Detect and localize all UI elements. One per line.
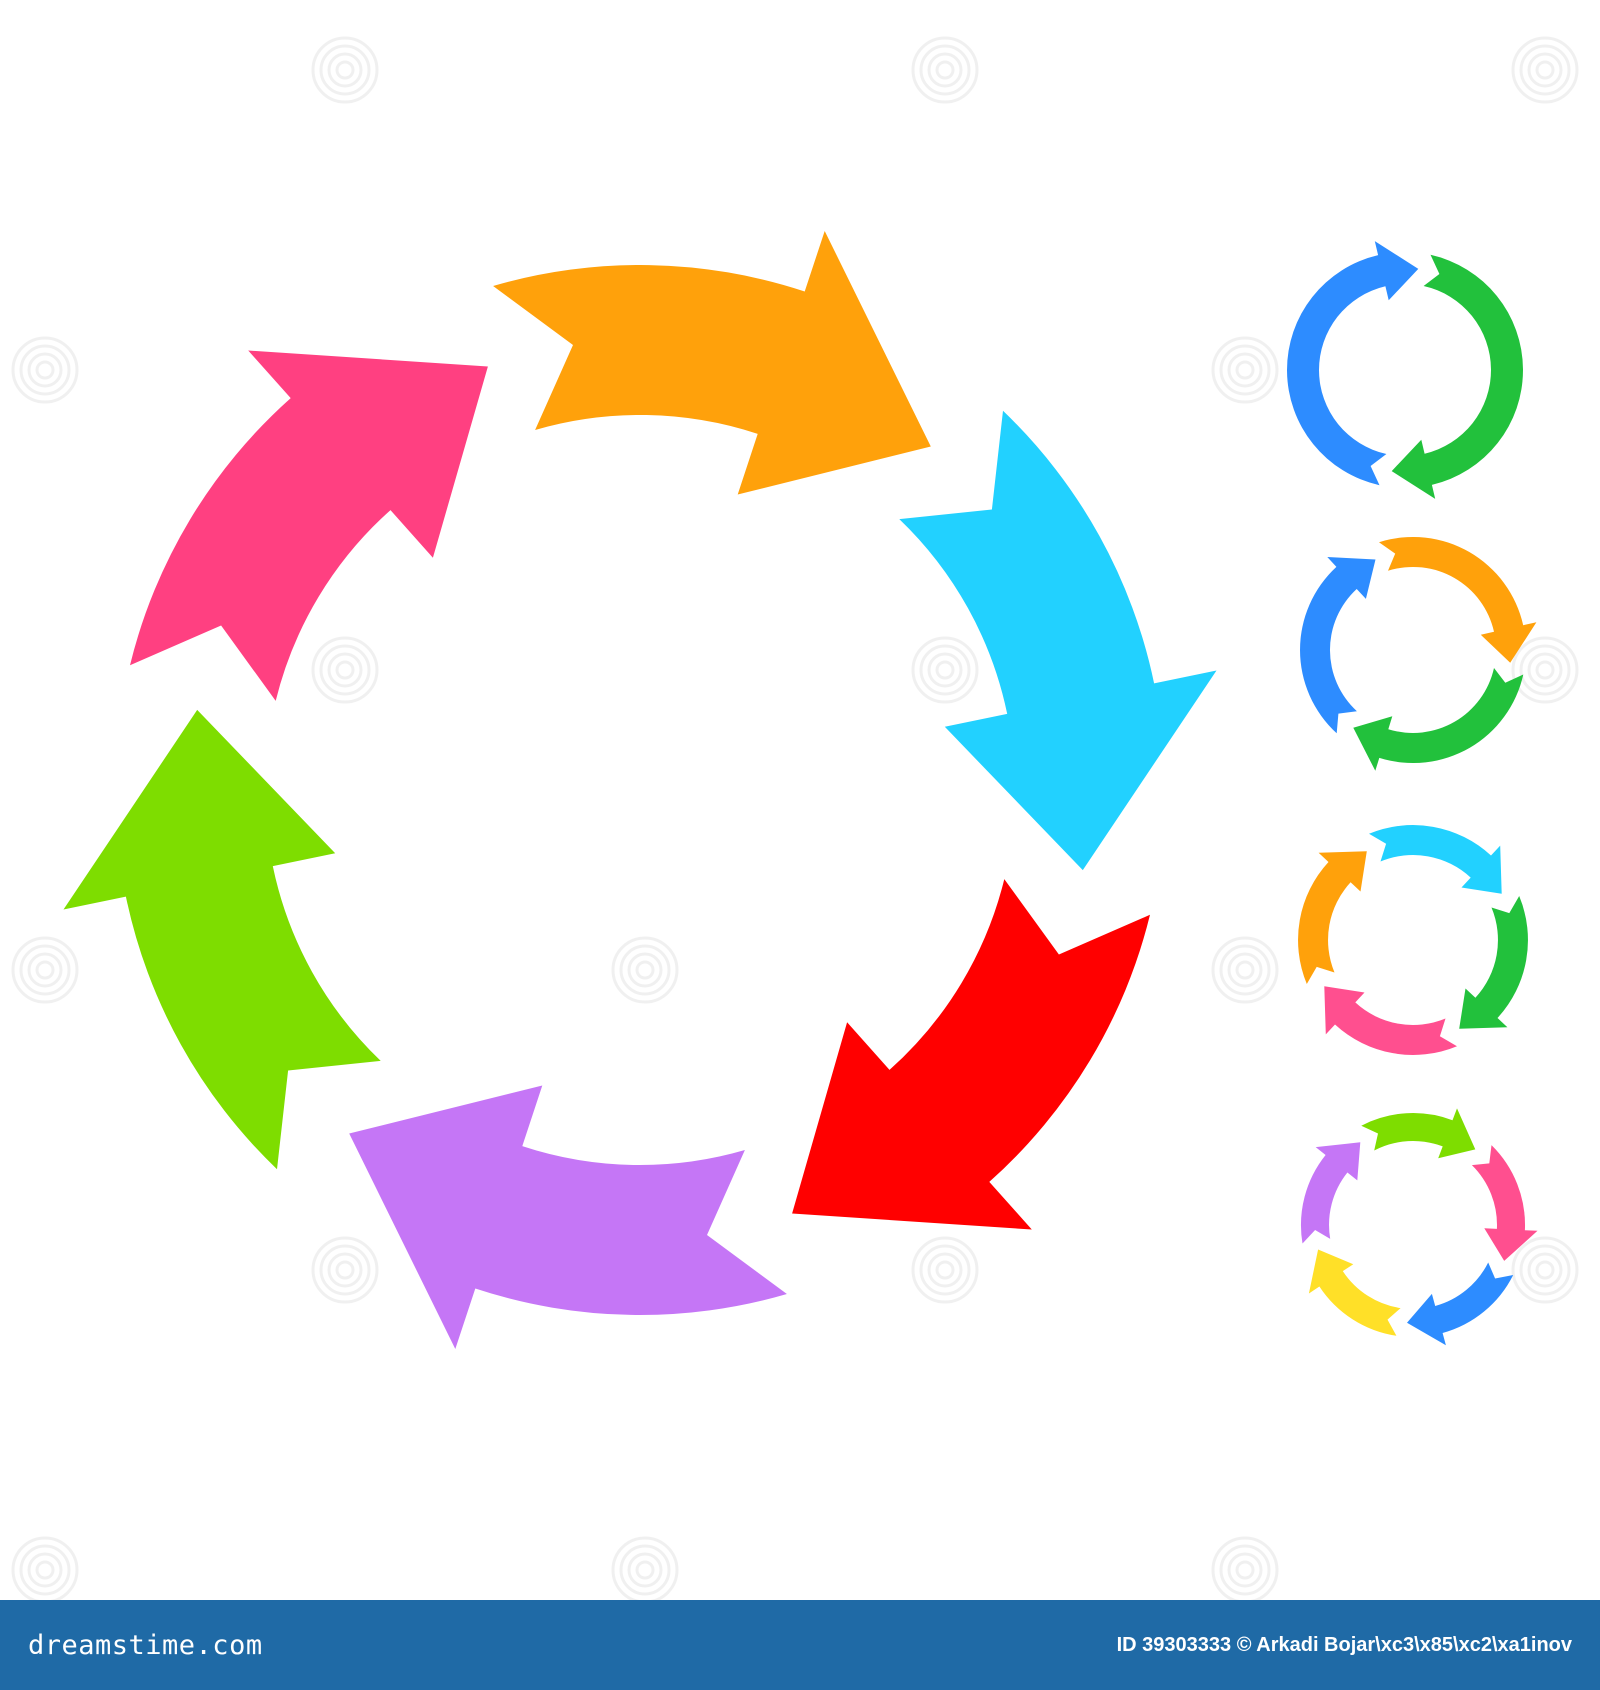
large-cycle-diagram [63, 231, 1217, 1349]
watermark-spiral [1511, 36, 1579, 104]
watermark-spiral [11, 936, 79, 1004]
small-cycle-3-arrow-2 [1459, 896, 1528, 1029]
small-cycle-icon-3 [1298, 825, 1528, 1055]
large-cycle-arrow-3 [792, 879, 1150, 1230]
watermark-spiral [1511, 636, 1579, 704]
watermark-spiral [311, 636, 379, 704]
small-cycle-2-arrow-1 [1379, 536, 1537, 663]
watermark-spiral [911, 36, 979, 104]
watermark-spiral [1211, 936, 1279, 1004]
watermark-spiral [611, 1536, 679, 1600]
small-cycle-2-arrow-2 [1353, 668, 1524, 771]
watermark-spiral [1511, 1236, 1579, 1304]
cycle-arrows-illustration [11, 36, 1579, 1600]
watermark-spiral [1211, 336, 1279, 404]
large-cycle-arrow-5 [63, 709, 381, 1170]
small-cycle-2-arrow-3 [1300, 557, 1376, 734]
small-cycle-3-arrow-4 [1298, 851, 1367, 984]
small-cycle-4-arrow-3 [1407, 1262, 1514, 1346]
watermark-spiral [911, 1236, 979, 1304]
watermark-spiral [611, 936, 679, 1004]
brand-logo-text[interactable]: dreamstime.com [28, 1629, 263, 1661]
watermark-spiral [311, 1236, 379, 1304]
watermark-spiral [1211, 1536, 1279, 1600]
large-cycle-arrow-1 [493, 231, 931, 495]
watermark-spiral [311, 36, 379, 104]
small-cycle-1-arrow-2 [1287, 241, 1419, 486]
large-cycle-arrow-4 [349, 1085, 787, 1349]
small-cycle-icons [1287, 241, 1538, 1346]
small-cycle-4-arrow-1 [1361, 1108, 1476, 1159]
small-cycle-4-arrow-2 [1471, 1145, 1538, 1261]
watermark-spiral [11, 336, 79, 404]
small-cycle-3-arrow-1 [1369, 825, 1502, 894]
small-cycle-3-arrow-3 [1324, 986, 1457, 1055]
watermark-spiral [911, 636, 979, 704]
watermark-spiral [11, 1536, 79, 1600]
small-cycle-icon-1 [1287, 241, 1523, 499]
small-cycle-4-arrow-4 [1308, 1249, 1401, 1336]
large-cycle-arrow-6 [130, 350, 488, 701]
small-cycle-icon-2 [1300, 536, 1537, 771]
small-cycle-icon-4 [1300, 1108, 1538, 1346]
small-cycle-4-arrow-5 [1300, 1142, 1361, 1244]
footer-bar: dreamstime.com ID 39303333 © Arkadi Boja… [0, 1600, 1600, 1690]
image-credit: ID 39303333 © Arkadi Bojar\xc3\x85\xc2\x… [1116, 1633, 1572, 1656]
small-cycle-1-arrow-1 [1391, 254, 1523, 499]
large-cycle-arrow-2 [899, 410, 1217, 871]
